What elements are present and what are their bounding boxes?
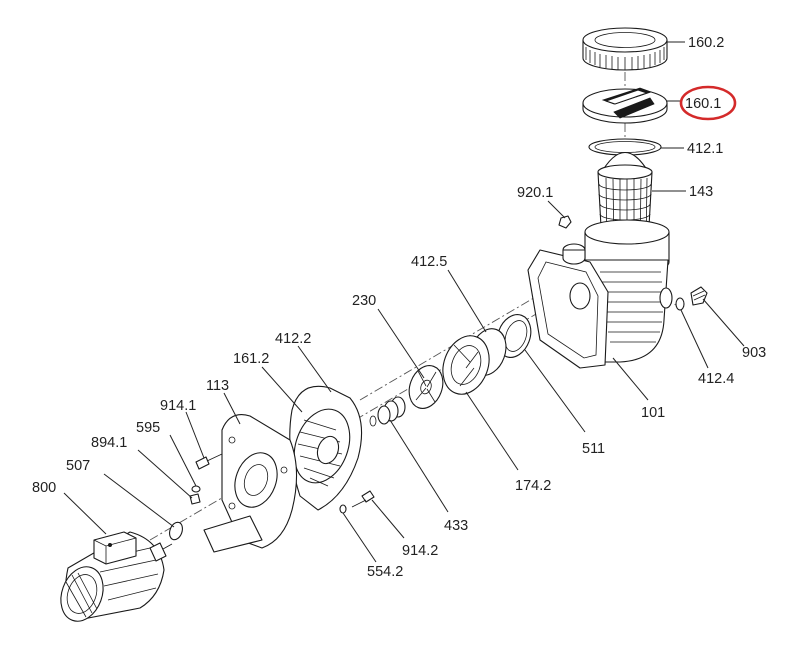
label-174-2: 174.2 [515,478,551,494]
label-507: 507 [66,458,90,474]
label-894-1: 894.1 [91,435,127,451]
leader-800 [63,492,107,535]
label-101: 101 [641,405,665,421]
label-554-2: 554.2 [367,564,403,580]
leader-230 [377,308,425,379]
leader-511 [524,349,586,433]
label-920-1: 920.1 [517,185,553,201]
motor-part [60,531,173,622]
leader-920-1 [547,200,566,219]
leader-914-2 [371,499,405,539]
label-914-1: 914.1 [160,398,196,414]
foot-part [189,493,201,505]
leader-412-2 [297,345,332,393]
leader-412-4 [680,309,709,369]
leader-894-1 [137,449,193,499]
pump-housing-part [527,219,673,369]
bracket-washer-part [191,485,201,493]
leader-554-2 [342,512,377,563]
cover-ring-part [582,27,668,71]
leader-433 [389,419,449,513]
diffuser-part [442,335,490,395]
cover-washer-part [339,504,347,514]
leader-412-5 [447,269,487,333]
label-433: 433 [444,518,468,534]
highlight-ellipse [679,85,737,121]
label-914-2: 914.2 [402,543,438,559]
motor-bracket-part [203,414,298,553]
cover-lid-part [582,87,668,124]
label-230: 230 [352,293,376,309]
label-412-5: 412.5 [411,254,447,270]
nut-part [558,215,572,229]
leader-903 [702,298,745,347]
label-903: 903 [742,345,766,361]
casing-cover-part [289,385,363,511]
bracket-screw-part [195,453,223,470]
leader-914-1 [185,411,205,459]
label-511: 511 [582,441,605,457]
plug-oring-part [675,297,685,311]
cover-screw-part [351,490,375,508]
leader-595 [169,434,197,487]
label-412-4: 412.4 [698,371,734,387]
label-160-1: 160.1 [685,96,721,112]
label-161-2: 161.2 [233,351,269,367]
leader-101 [612,357,649,401]
label-113: 113 [206,378,229,394]
leader-161-2 [261,366,303,413]
drain-plug-part [690,286,708,306]
label-143: 143 [689,184,713,200]
impeller-part [408,365,444,409]
label-800: 800 [32,480,56,496]
leader-113 [223,392,241,425]
leader-174-2 [465,391,519,471]
label-595: 595 [136,420,160,436]
label-412-1: 412.1 [687,141,723,157]
leader-507 [103,473,175,528]
label-160-2: 160.2 [688,35,724,51]
label-412-2: 412.2 [275,331,311,347]
